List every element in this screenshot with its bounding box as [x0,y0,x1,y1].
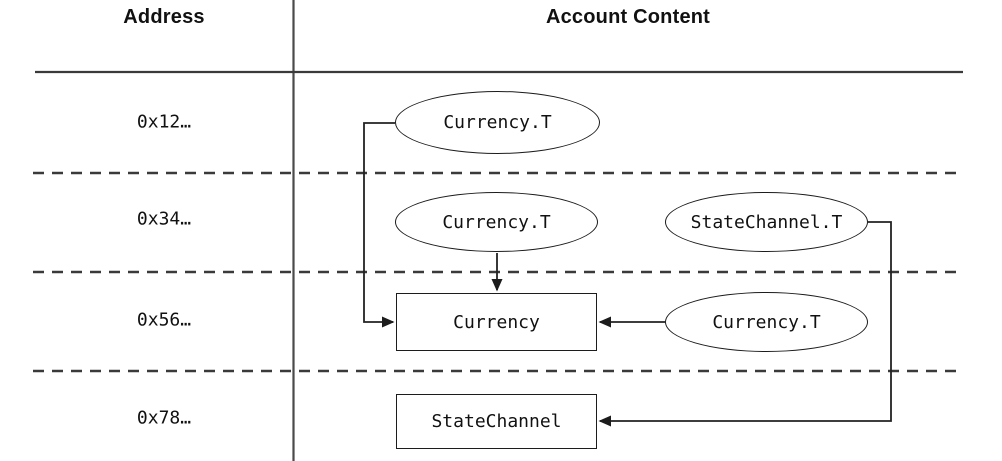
address-label-0x12: 0x12… [136,111,192,133]
rect-currency-0x56: Currency [396,293,597,351]
ellipse-currency-t-0x34: Currency.T [395,192,598,252]
address-label-0x56: 0x56… [136,309,192,331]
node-label: Currency [453,311,540,333]
node-label: Currency.T [712,311,821,333]
address-label-0x34: 0x34… [136,208,192,230]
edge-currencyt0x12-to-currency [363,122,395,328]
node-label: StateChannel.T [690,211,843,233]
rect-statechannel-0x78: StateChannel [396,394,597,449]
ellipse-currency-t-0x56: Currency.T [665,292,868,352]
node-label: StateChannel [431,411,562,432]
node-label: Currency.T [442,211,551,233]
edge-statechannelt0x34-to-statechannel [598,221,892,427]
account-content-column-header: Account Content [545,6,711,28]
address-label-0x78: 0x78… [136,407,192,429]
address-column-header: Address [123,6,205,28]
node-label: Currency.T [443,112,552,133]
ellipse-statechannel-t-0x34: StateChannel.T [665,192,868,252]
ellipse-currency-t-0x12: Currency.T [395,91,600,154]
